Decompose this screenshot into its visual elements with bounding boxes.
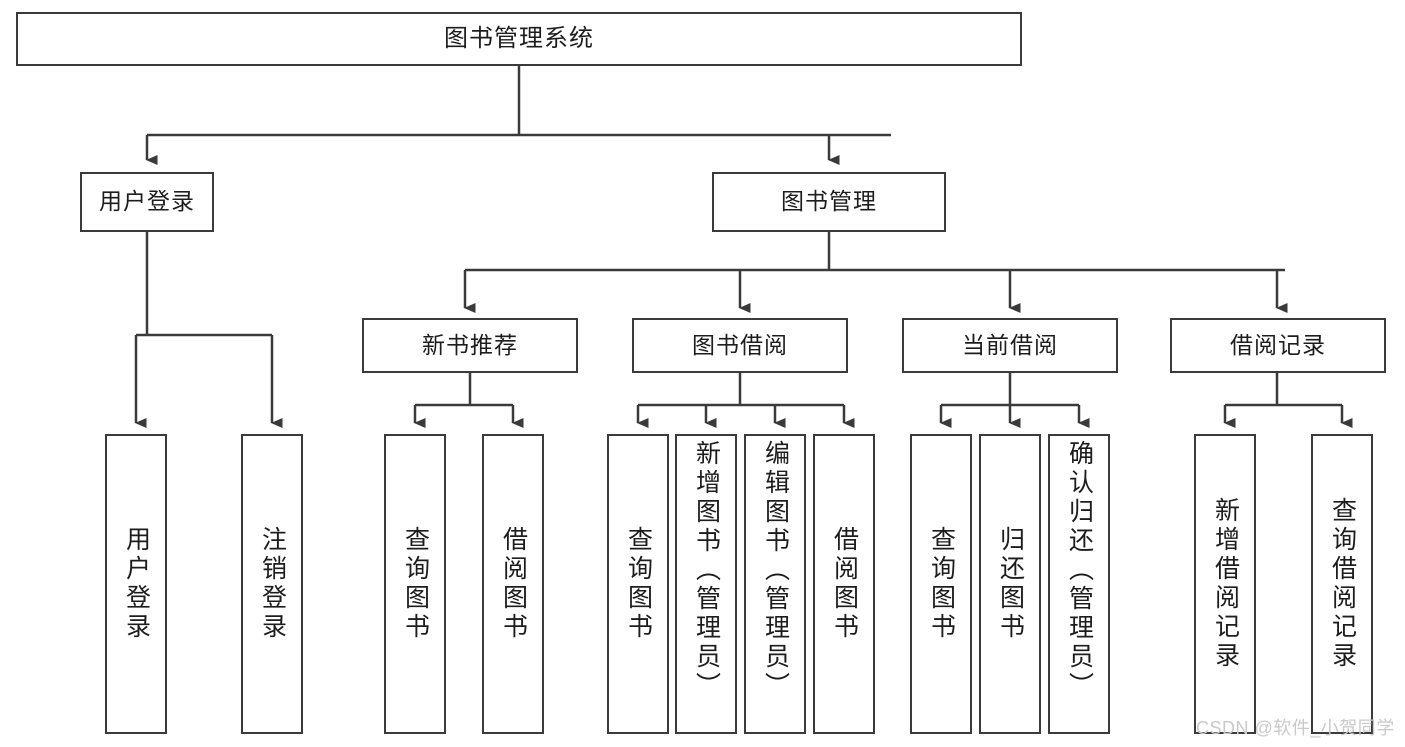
leaf-borrow-book[interactable]: 借阅图书 <box>813 434 875 734</box>
node-label: 查询图书 <box>401 526 430 642</box>
node-label: 用户登录 <box>99 188 195 215</box>
node-label: 借阅图书 <box>830 526 859 642</box>
leaf-logout[interactable]: 注销登录 <box>241 434 303 734</box>
leaf-query-book-current[interactable]: 查询图书 <box>910 434 972 734</box>
node-label: 查询图书 <box>624 526 653 642</box>
node-root-system[interactable]: 图书管理系统 <box>16 12 1022 66</box>
node-label: 当前借阅 <box>962 331 1058 358</box>
node-current-borrow[interactable]: 当前借阅 <box>902 318 1118 373</box>
node-label: 借阅记录 <box>1230 331 1326 358</box>
leaf-query-book-recommend[interactable]: 查询图书 <box>384 434 446 734</box>
leaf-add-borrow-record[interactable]: 新增借阅记录 <box>1194 434 1256 734</box>
node-label: 归还图书 <box>996 526 1025 642</box>
node-label: 图书管理系统 <box>444 24 594 52</box>
node-new-book-recommend[interactable]: 新书推荐 <box>362 318 578 373</box>
node-borrow-record[interactable]: 借阅记录 <box>1170 318 1386 373</box>
leaf-query-borrow-record[interactable]: 查询借阅记录 <box>1311 434 1373 734</box>
leaf-return-book[interactable]: 归还图书 <box>979 434 1041 734</box>
node-label: 确认归还（管理员） <box>1065 440 1094 701</box>
node-label: 借阅图书 <box>499 526 528 642</box>
leaf-confirm-return-admin[interactable]: 确认归还（管理员） <box>1048 434 1110 734</box>
node-label: 编辑图书（管理员） <box>761 440 790 701</box>
leaf-borrow-book-recommend[interactable]: 借阅图书 <box>482 434 544 734</box>
leaf-user-login[interactable]: 用户登录 <box>105 434 167 734</box>
node-label: 查询图书 <box>927 526 956 642</box>
node-book-management[interactable]: 图书管理 <box>712 172 946 232</box>
leaf-add-book-admin[interactable]: 新增图书（管理员） <box>675 434 737 734</box>
leaf-edit-book-admin[interactable]: 编辑图书（管理员） <box>744 434 806 734</box>
node-label: 图书管理 <box>781 188 877 215</box>
node-label: 查询借阅记录 <box>1328 497 1357 671</box>
node-label: 新增图书（管理员） <box>692 440 721 701</box>
node-book-borrow[interactable]: 图书借阅 <box>632 318 848 373</box>
node-user-login[interactable]: 用户登录 <box>80 172 214 232</box>
node-label: 用户登录 <box>122 526 151 642</box>
node-label: 注销登录 <box>258 526 287 642</box>
node-label: 图书借阅 <box>692 331 788 358</box>
node-label: 新书推荐 <box>422 331 518 358</box>
node-label: 新增借阅记录 <box>1211 497 1240 671</box>
watermark-text: CSDN @软件_小贺同学 <box>1196 718 1395 738</box>
leaf-query-book-borrow[interactable]: 查询图书 <box>607 434 669 734</box>
